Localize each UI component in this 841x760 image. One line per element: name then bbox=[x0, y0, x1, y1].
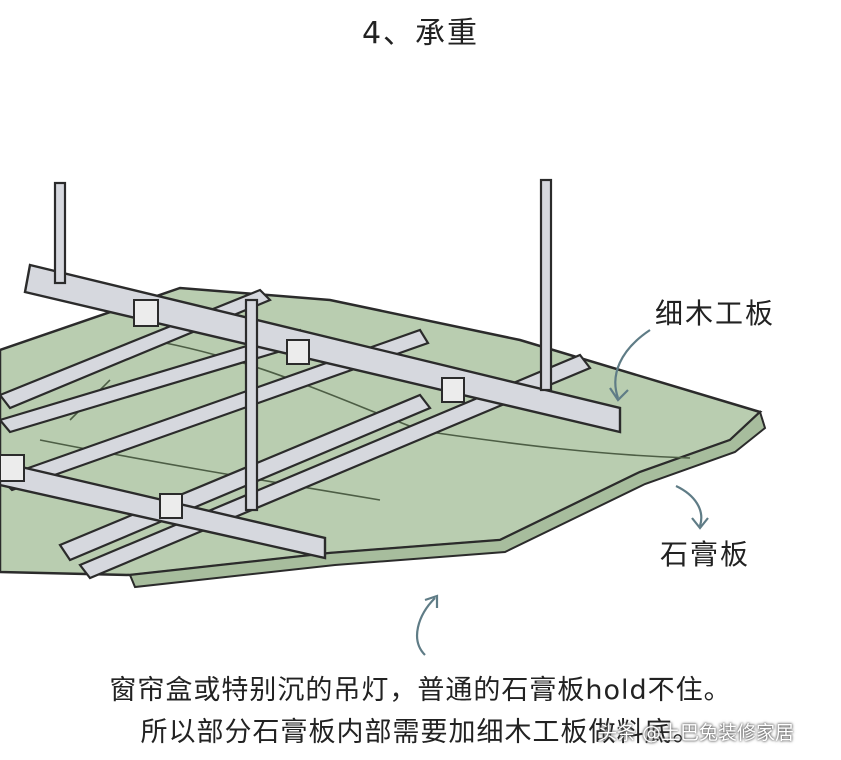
caption-line-2: 所以部分石膏板内部需要加细木工板做料底。 bbox=[140, 717, 701, 748]
wood-board-label: 细木工板 bbox=[655, 297, 776, 330]
diagram-title: 4、承重 bbox=[361, 16, 480, 51]
gypsum-arrow bbox=[675, 485, 703, 527]
caption-line-1: 窗帘盒或特别沉的吊灯，普通的石膏板hold不住。 bbox=[109, 675, 732, 706]
leader-arrows bbox=[416, 329, 709, 656]
gypsum-board-label: 石膏板 bbox=[660, 538, 751, 571]
bottom-arrow bbox=[416, 597, 436, 656]
watermark: 头条 @土巴兔装修家居 bbox=[598, 722, 795, 744]
hanger-rods bbox=[53, 178, 553, 512]
channel-clips bbox=[0, 299, 465, 519]
wood-arrow bbox=[614, 329, 651, 399]
board-edge bbox=[128, 410, 767, 589]
